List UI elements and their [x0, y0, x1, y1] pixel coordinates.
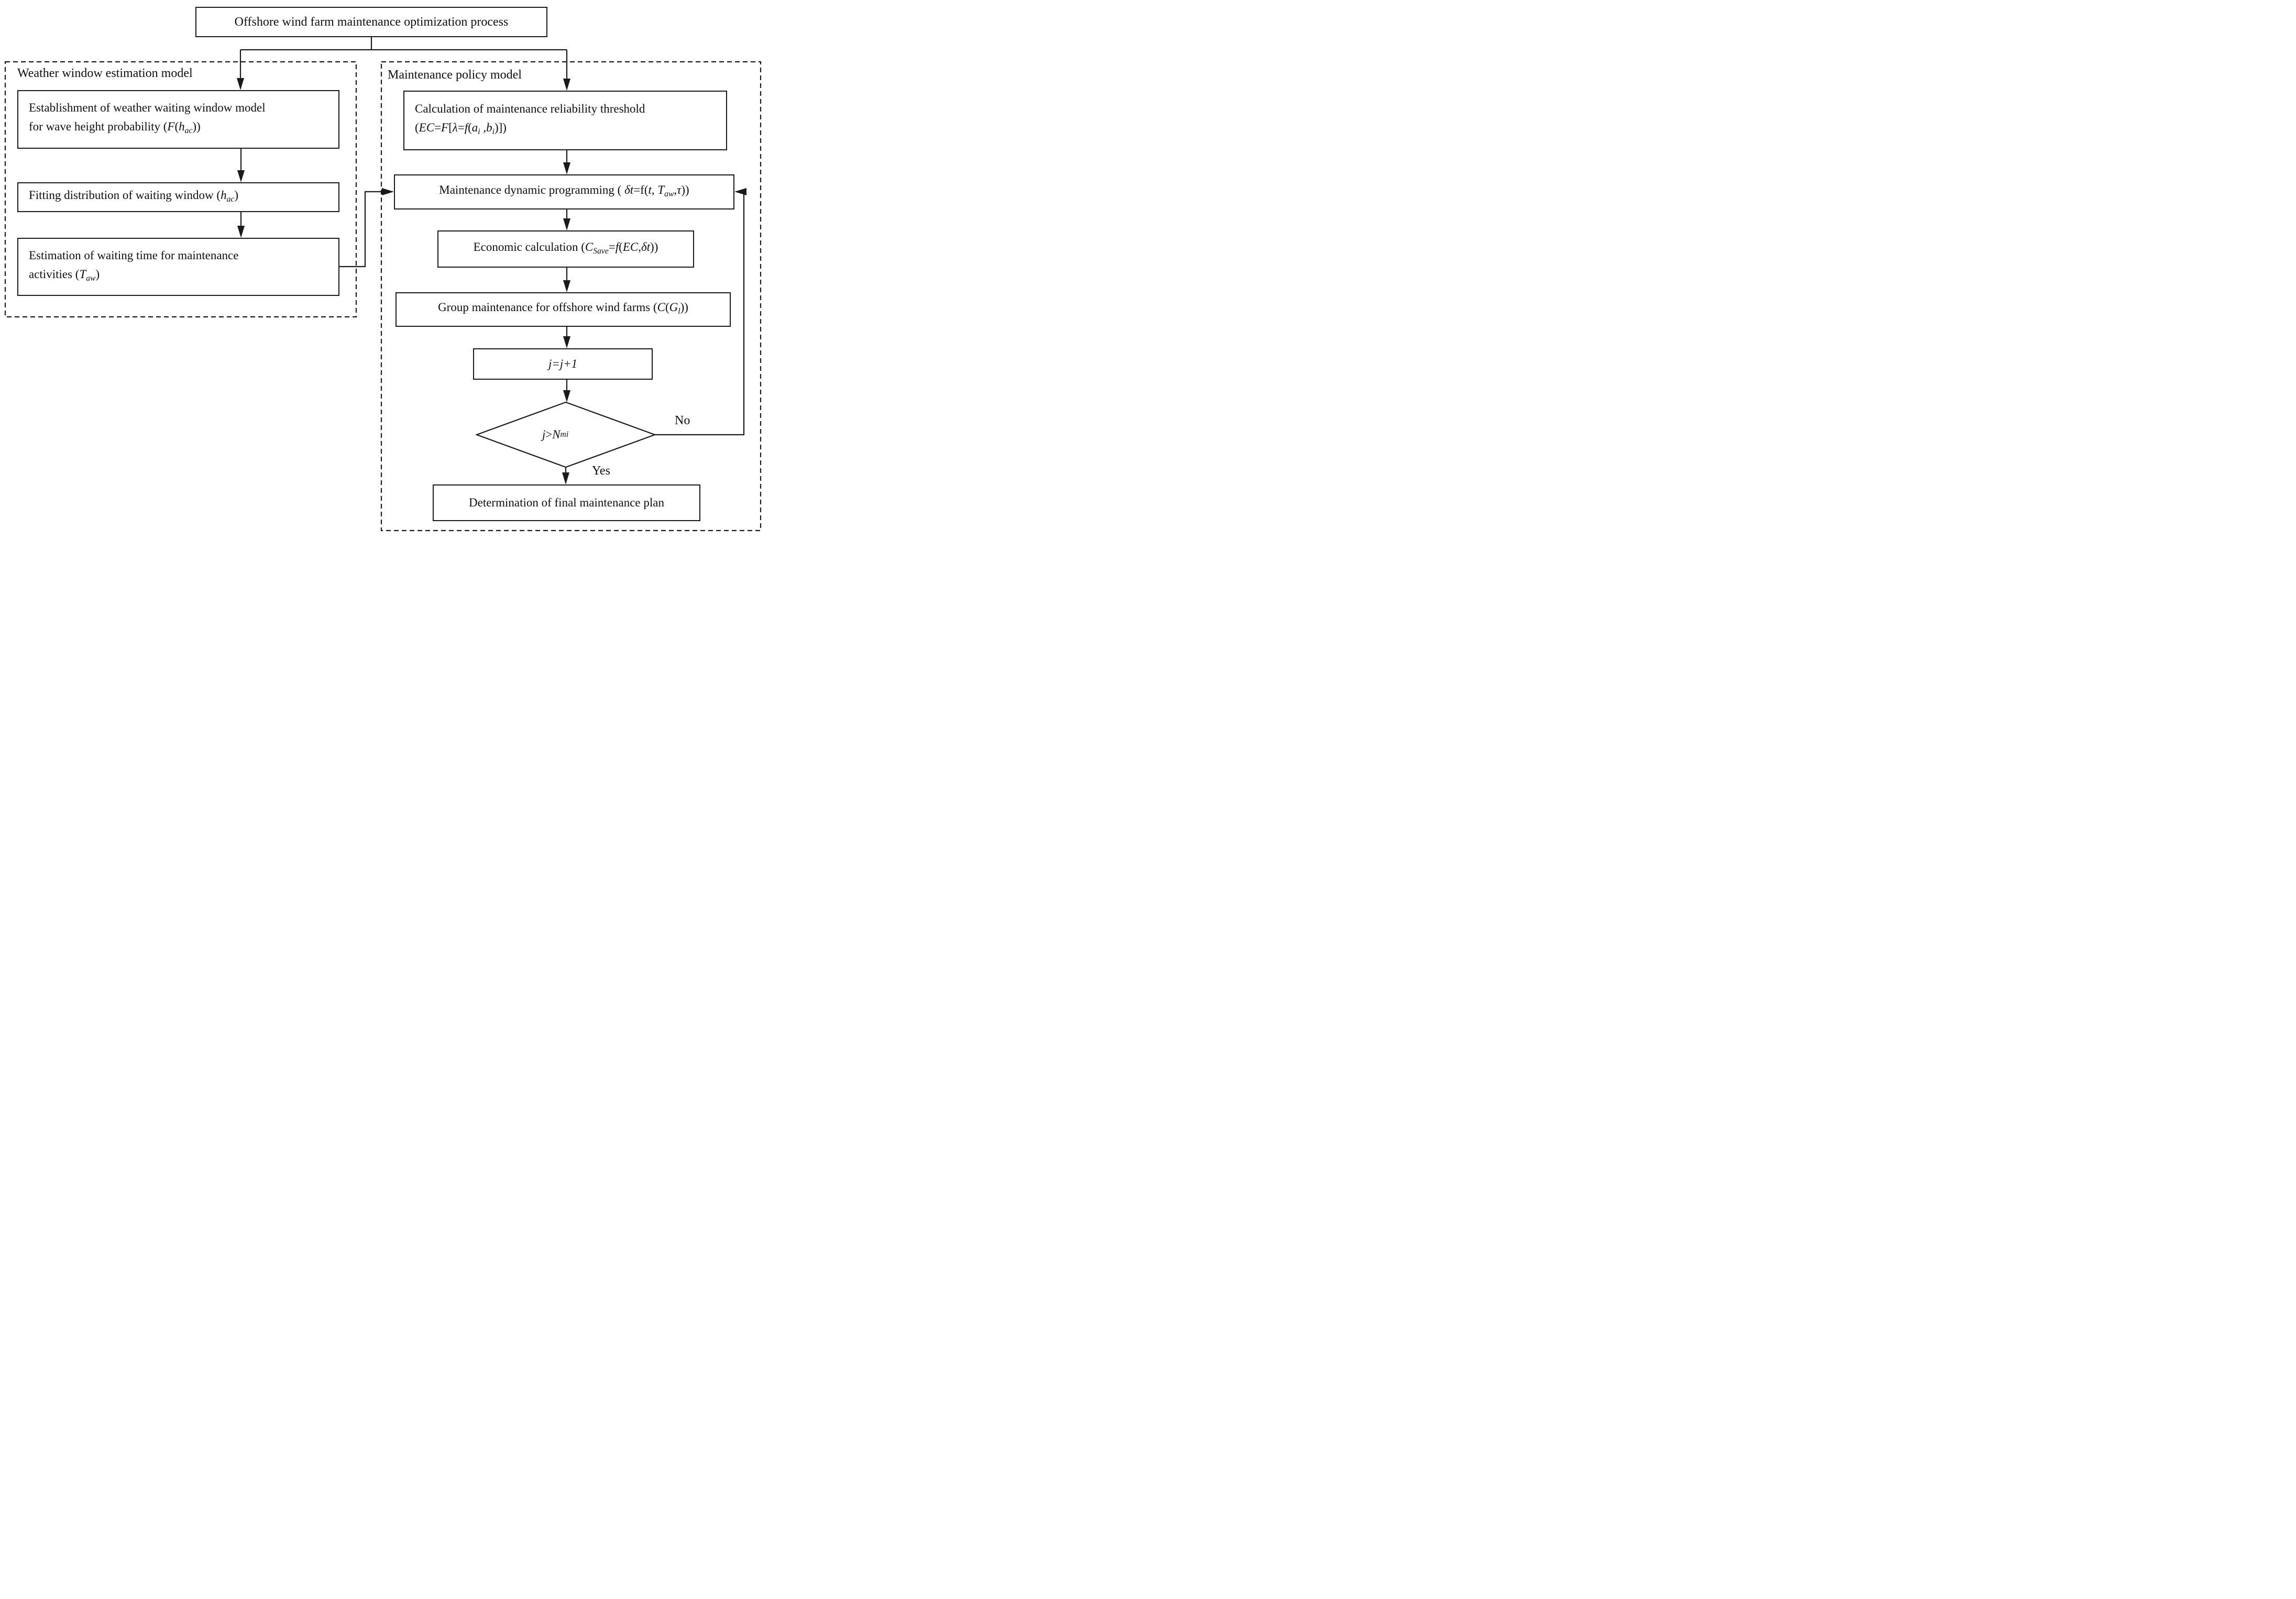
arrowhead-into-threshold	[563, 79, 570, 91]
economic-node-label: Economic calculation (CSave=f(EC,δt))	[473, 240, 658, 256]
threshold-node-label: Calculation of maintenance reliability t…	[415, 102, 645, 136]
group-node-label: Group maintenance for offshore wind farm…	[438, 301, 688, 316]
fitting-node: Fitting distribution of waiting window (…	[17, 182, 339, 212]
increment-node-label: j=j+1	[548, 357, 578, 370]
yes-branch-label: Yes	[592, 464, 610, 478]
arrowhead-into-fitting	[237, 170, 245, 182]
policy-panel-label: Maintenance policy model	[388, 68, 522, 82]
title-node: Offshore wind farm maintenance optimizat…	[195, 7, 547, 37]
arrowhead-into-final	[562, 472, 569, 484]
final-node: Determination of final maintenance plan	[433, 484, 700, 521]
arrowhead-into-decision	[563, 390, 570, 402]
title-node-label: Offshore wind farm maintenance optimizat…	[234, 15, 509, 29]
arrowhead-into-group	[563, 280, 570, 292]
policy-panel-border	[380, 61, 762, 532]
arrowhead-into-dynamic-left	[382, 188, 394, 195]
arrowhead-into-economic	[563, 218, 570, 230]
no-branch-label: No	[675, 414, 690, 427]
arrowhead-into-dynamic-top	[563, 162, 570, 174]
arrowhead-into-estimation	[237, 226, 245, 238]
dynamic-node-label: Maintenance dynamic programming ( δt=f(t…	[439, 183, 689, 199]
fitting-node-label: Fitting distribution of waiting window (…	[29, 188, 239, 204]
edge-estimation-dynamic	[339, 191, 383, 268]
arrowhead-into-establish	[237, 78, 244, 90]
arrowhead-into-increment	[563, 336, 570, 348]
connector-layer	[4, 37, 762, 532]
flowchart-figure: Offshore wind farm maintenance optimizat…	[0, 0, 765, 533]
edge-title-split	[239, 37, 568, 80]
group-node: Group maintenance for offshore wind farm…	[396, 292, 731, 327]
weather-panel-label: Weather window estimation model	[17, 67, 193, 80]
estimation-node-label: Estimation of waiting time for maintenan…	[29, 248, 239, 283]
establish-node: Establishment of weather waiting window …	[17, 90, 339, 149]
economic-node: Economic calculation (CSave=f(EC,δt))	[437, 230, 694, 268]
arrowhead-into-dynamic-right	[734, 188, 746, 195]
weather-panel-border	[4, 61, 357, 318]
threshold-node: Calculation of maintenance reliability t…	[403, 91, 727, 150]
dynamic-node: Maintenance dynamic programming ( δt=f(t…	[394, 174, 734, 209]
final-node-label: Determination of final maintenance plan	[469, 496, 664, 509]
establish-node-label: Establishment of weather waiting window …	[29, 101, 266, 135]
increment-node: j=j+1	[473, 348, 653, 380]
estimation-node: Estimation of waiting time for maintenan…	[17, 238, 339, 296]
